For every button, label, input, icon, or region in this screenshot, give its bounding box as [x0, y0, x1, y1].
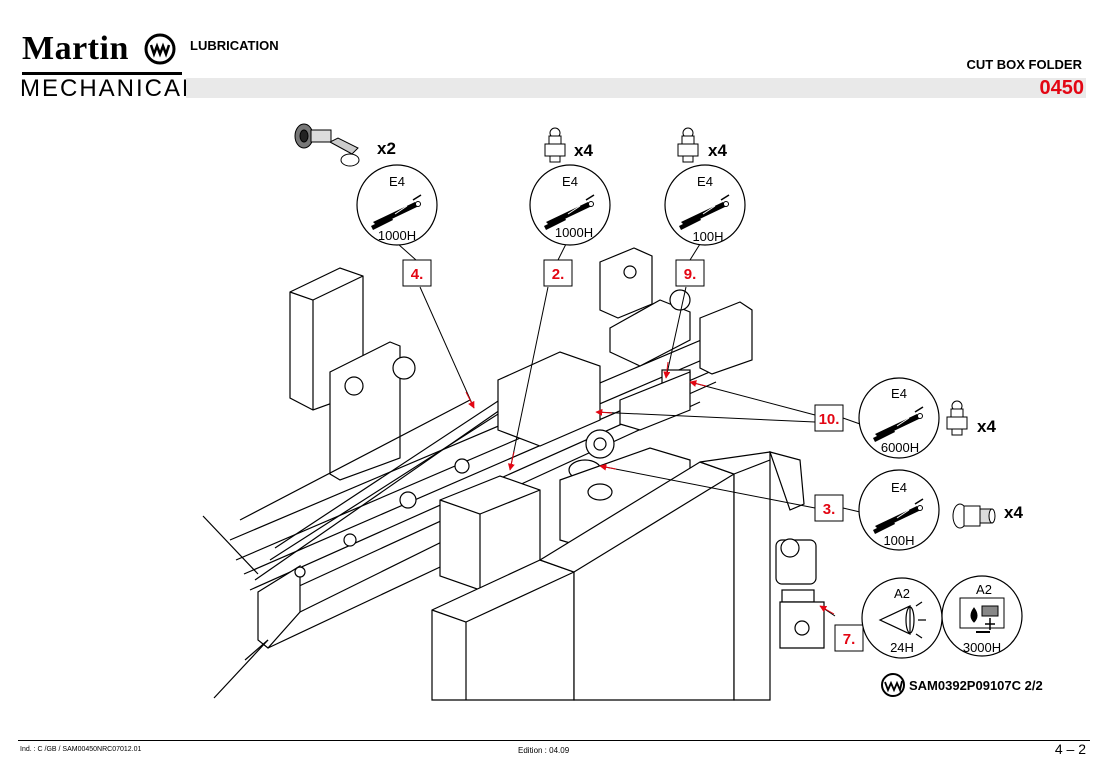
lube-point-4: x2 E4 1000H 4.: [294, 123, 438, 287]
grease-nipple-icon: [544, 127, 566, 163]
drawing-reference: SAM0392P09107C 2/2: [881, 673, 1043, 697]
roller-nipple-icon: [294, 123, 360, 167]
quantity-label: x2: [377, 139, 396, 158]
brand-sub: MECHANICAL: [20, 75, 198, 102]
interval-label: 1000H: [378, 228, 416, 243]
lubricant-code: E4: [891, 480, 907, 495]
martin-logo-icon: [144, 33, 176, 65]
grease-nipple-icon: [677, 127, 699, 163]
callout-label: 10.: [819, 411, 840, 428]
martin-logo-icon: [884, 680, 903, 693]
quantity-label: x4: [1004, 503, 1023, 522]
callout-label: 2.: [552, 266, 565, 283]
quantity-label: x4: [977, 417, 996, 436]
callout-label: 3.: [823, 501, 836, 518]
interval-label: 1000H: [555, 225, 593, 240]
quantity-label: x4: [574, 141, 593, 160]
inspect-eye-icon: [878, 601, 926, 639]
machine-drawing: [202, 247, 825, 701]
lubrication-diagram: x2 E4 1000H 4. x4 E4 1000H 2. x4: [202, 123, 1043, 701]
callout-label: 4.: [411, 266, 424, 283]
logo-rule: [22, 72, 182, 75]
interval-label: 100H: [692, 229, 723, 244]
interval-label: 100H: [883, 533, 914, 548]
oil-change-icon: [959, 597, 1005, 633]
footer-rule: [18, 740, 1090, 741]
interval-label: 24H: [890, 640, 914, 655]
lube-point-2: x4 E4 1000H 2.: [529, 127, 611, 287]
machine-number: 0450: [1039, 77, 1085, 99]
brand-name: Martin: [22, 30, 129, 67]
grease-nipple-icon: [946, 400, 968, 436]
interval-label: 6000H: [881, 440, 919, 455]
callout-label: 7.: [843, 631, 856, 648]
lube-point-10: 10. E4 6000H x4: [814, 377, 996, 459]
lubricant-code: E4: [697, 174, 713, 189]
interval-label: 3000H: [963, 640, 1001, 655]
lubricant-code: A2: [894, 586, 910, 601]
quantity-label: x4: [708, 141, 727, 160]
lube-point-9: x4 E4 100H 9.: [664, 127, 746, 287]
header-band: [186, 78, 1086, 98]
lubricant-code: A2: [976, 582, 992, 597]
reference-code: SAM0392P09107C 2/2: [909, 678, 1043, 693]
machine-name: CUT BOX FOLDER: [966, 57, 1082, 72]
edition: Edition : 04.09: [518, 746, 570, 755]
section-title: LUBRICATION: [190, 38, 279, 53]
lubricant-code: E4: [562, 174, 578, 189]
lube-point-3: 3. E4 100H x4: [814, 469, 1023, 551]
lubricant-code: E4: [389, 174, 405, 189]
quick-coupling-icon: [952, 503, 996, 529]
lubricant-code: E4: [891, 386, 907, 401]
callout-label: 9.: [684, 266, 697, 283]
lube-point-7: 7. A2 24H A2 3000H: [834, 575, 1023, 659]
page-number: 4 – 2: [1054, 741, 1086, 757]
document-reference: Ind. : C /GB / SAM00450NRC07012.01: [20, 746, 142, 753]
